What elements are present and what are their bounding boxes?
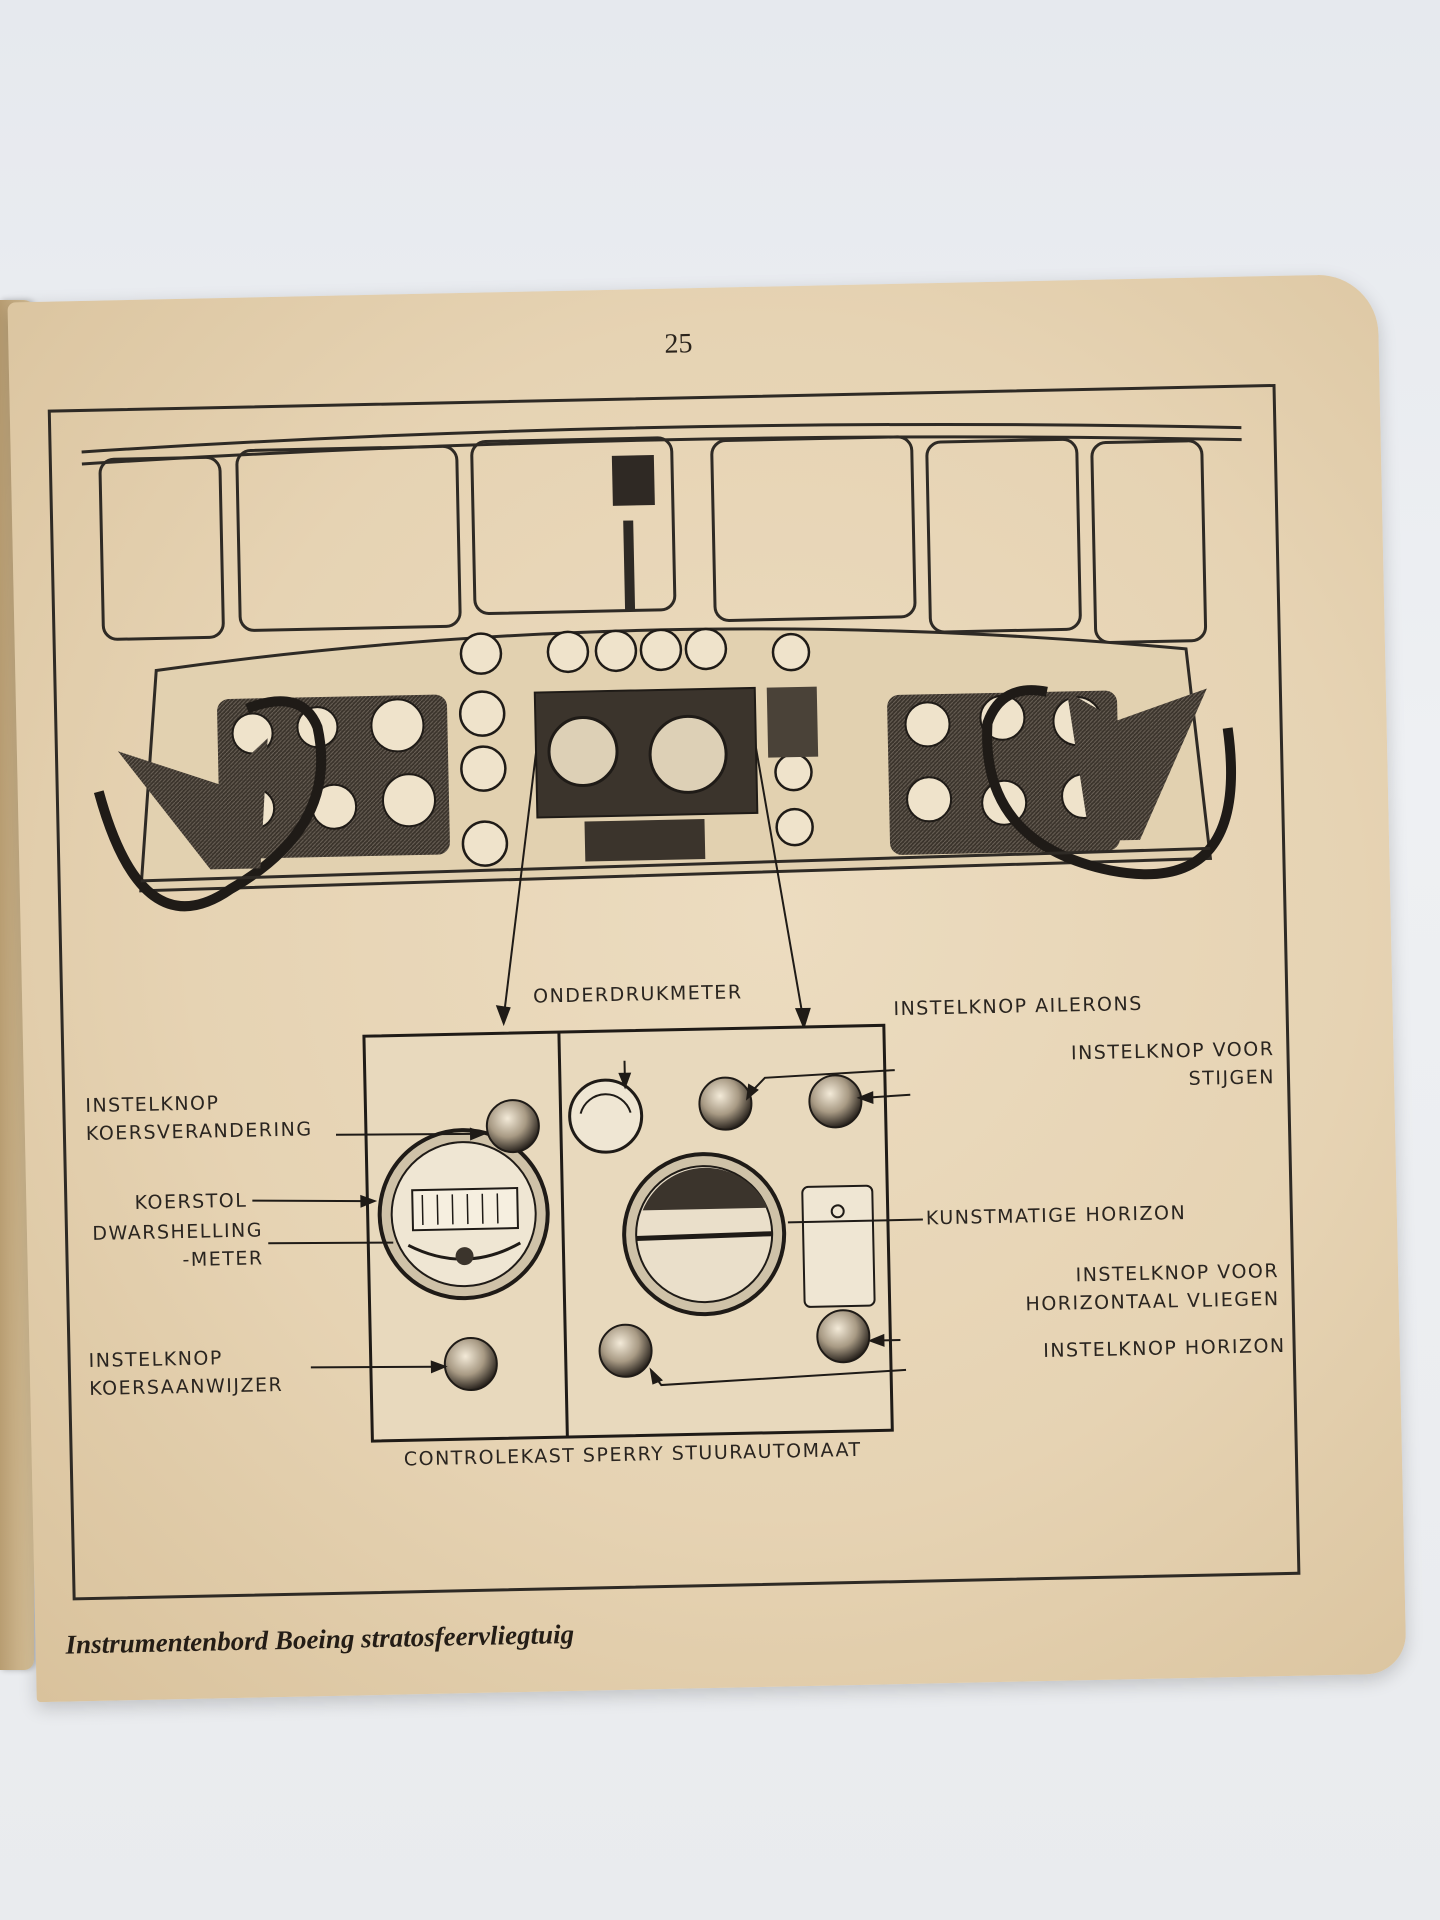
label-koerstol: KOERSTOL: [134, 1189, 248, 1215]
figure-frame: ONDERDRUKMETER INSTELKNOP AILERONS INSTE…: [47, 383, 1301, 1601]
book-page: 25: [7, 273, 1407, 1703]
label-dwarshellingmeter-1: DWARSHELLING: [92, 1219, 264, 1245]
windshield: [81, 422, 1242, 644]
instrument-panel-illustration: [81, 422, 1242, 1443]
label-instelknop-koersaanwijzer-2: KOERSAANWIJZER: [89, 1373, 284, 1401]
label-kunstmatige-horizon: KUNSTMATIGE HORIZON: [925, 1202, 1187, 1230]
figure-caption: Instrumentenbord Boeing stratosfeervlieg…: [65, 1618, 575, 1660]
label-instelknop-koersverandering-2: KOERSVERANDERING: [85, 1118, 313, 1146]
label-instelknop-ailerons: INSTELKNOP AILERONS: [893, 992, 1143, 1021]
label-onderdrukmeter: ONDERDRUKMETER: [532, 981, 743, 1008]
compass-housing: [611, 454, 655, 506]
leader-arrows: [495, 747, 811, 1030]
label-instelknop-koersverandering-1: INSTELKNOP: [85, 1092, 220, 1118]
page-number: 25: [664, 328, 693, 360]
dashboard: [93, 627, 1236, 912]
sperry-control-box: [362, 1023, 894, 1443]
label-instelknop-koersaanwijzer-1: INSTELKNOP: [88, 1347, 224, 1373]
label-leaders: [252, 1060, 923, 1387]
label-dwarshellingmeter-2: -METER: [182, 1247, 264, 1272]
